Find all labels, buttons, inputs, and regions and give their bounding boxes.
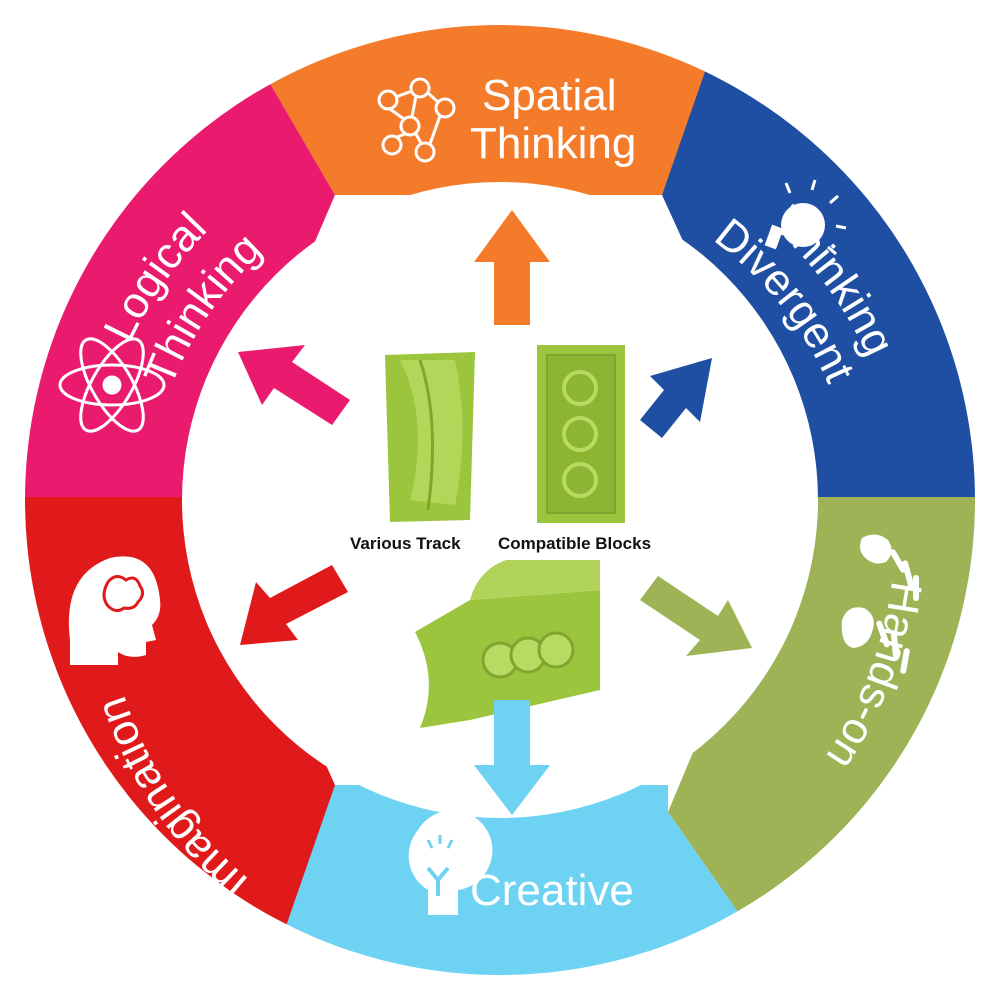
creative-bulb-icon [408,810,493,915]
track-piece-image [385,352,475,522]
head-brain-icon [68,556,161,665]
lightbulb-icon [764,179,847,256]
blocks-caption: Compatible Blocks [498,534,651,553]
arrow-up [474,210,550,325]
arrow-lower-left [240,565,348,645]
arrow-down-overlay [474,700,550,815]
atom-icon [58,337,166,433]
handprints-icon [841,534,919,674]
arrow-lower-right [640,576,752,656]
network-icon [377,77,456,163]
spatial-line2: Thinking [470,119,636,168]
arrow-upper-right [640,358,712,438]
arrow-upper-left [238,345,350,425]
track-caption: Various Track [350,534,461,553]
block-3d-image [415,560,600,728]
compatible-block-image [537,345,625,523]
spatial-line1: Spatial [482,71,617,120]
inner-circle [182,182,818,818]
creative-label: Creative [470,866,634,915]
